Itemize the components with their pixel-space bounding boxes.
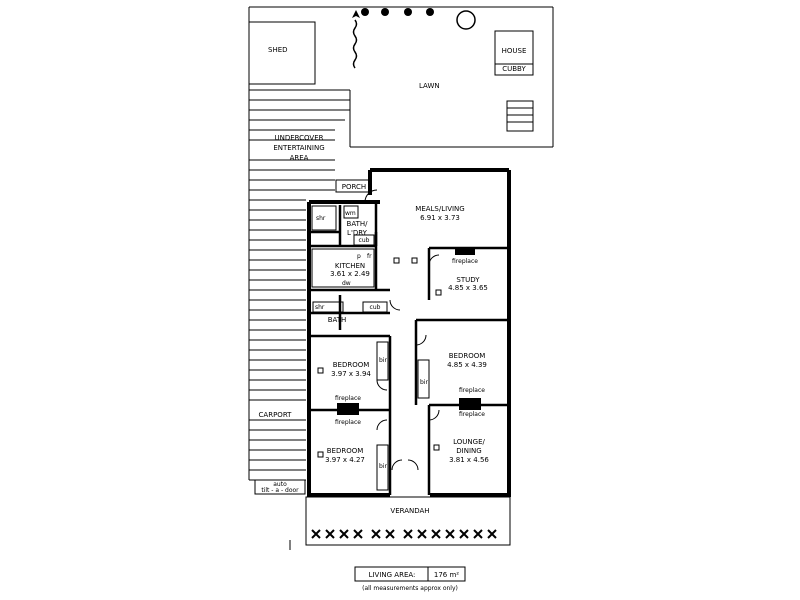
- bedroom-2-dim: 4.85 x 4.39: [447, 361, 487, 369]
- carport-door-box: [254, 479, 306, 495]
- shed-label: SHED: [268, 46, 288, 54]
- kitchen-label: KITCHEN: [334, 262, 366, 270]
- cub-2: [362, 301, 388, 313]
- steps-outline: [506, 100, 534, 132]
- cub-label-1: cub: [358, 237, 370, 244]
- fireplace-bedroom: [337, 403, 359, 415]
- lounge-dining-label-2: DINING: [456, 447, 482, 455]
- verandah-plants: [311, 529, 497, 539]
- bir-cupboard-1: [376, 341, 389, 381]
- wm-label: wm: [345, 210, 356, 217]
- bath-tub: [312, 301, 344, 313]
- lounge-dining-dim: 3.81 x 4.56: [449, 456, 489, 464]
- shower-label-1: shr: [316, 215, 326, 222]
- bath-ldry-label-2: L'DRY: [347, 229, 367, 237]
- bir-label-3: bir: [379, 463, 387, 470]
- bedroom-1-dim: 3.97 x 3.94: [331, 370, 371, 378]
- bath-ldry-label-1: BATH/: [346, 220, 368, 228]
- living-area-box: [354, 566, 466, 582]
- kitchen-counter: [311, 248, 375, 288]
- bedroom-3-dim: 3.97 x 4.27: [325, 456, 365, 464]
- bedroom-1-label: BEDROOM: [332, 361, 370, 369]
- living-area-label: LIVING AREA:: [368, 571, 416, 579]
- measurement-note: (all measurements approx only): [362, 585, 458, 592]
- lounge-fireplace-label-bottom: fireplace: [459, 411, 485, 418]
- auto-door-label-1: auto: [273, 481, 287, 488]
- pantry-label: p: [357, 253, 361, 260]
- shower-label-2: shr: [315, 304, 325, 311]
- porch-label: PORCH: [341, 183, 367, 191]
- dishwasher-label: dw: [342, 280, 351, 287]
- bath-label: BATH: [327, 316, 347, 324]
- auto-door-label-2: tilt - a - door: [261, 487, 299, 494]
- meals-living-label: MEALS/LIVING: [415, 205, 465, 213]
- lounge-dining-label-1: LOUNGE/: [453, 438, 485, 446]
- bir-cupboard-2: [417, 359, 430, 399]
- bir-label-1: bir: [379, 357, 387, 364]
- lounge-fireplace-label-top: fireplace: [459, 387, 485, 394]
- cub-1: [353, 234, 375, 246]
- bedroom-fireplace-label-top: fireplace: [335, 395, 361, 402]
- study-label: STUDY: [456, 276, 480, 284]
- bir-label-2: bir: [420, 379, 428, 386]
- meals-living-dim: 6.91 x 3.73: [420, 214, 460, 222]
- shower-1: [311, 205, 337, 231]
- kitchen-dim: 3.61 x 2.49: [330, 270, 370, 278]
- fireplace-lounge: [459, 398, 481, 410]
- door-arcs: [364, 189, 440, 471]
- wm-box: [343, 205, 359, 219]
- hedge: [352, 19, 358, 69]
- lawn-label: LAWN: [419, 82, 440, 90]
- fireplaces: [337, 249, 481, 415]
- fireplace-study: [455, 249, 475, 255]
- window-markers: [317, 257, 442, 458]
- house-walls: [307, 168, 511, 497]
- pergola-slats: [249, 89, 350, 481]
- verandah-label: VERANDAH: [390, 507, 430, 515]
- fridge-label: fr: [367, 253, 372, 260]
- verandah-outline: [305, 496, 511, 546]
- undercover-label-2: ENTERTAINING: [273, 144, 325, 152]
- cub-label-2: cub: [369, 304, 381, 311]
- undercover-label-1: UNDERCOVER: [274, 134, 324, 142]
- trees: [345, 8, 476, 30]
- shed-outline: [248, 21, 316, 85]
- bir-cupboard-3: [376, 444, 389, 491]
- undercover-label-3: AREA: [289, 154, 309, 162]
- bedroom-fireplace-label-bottom: fireplace: [335, 419, 361, 426]
- carport-label: CARPORT: [258, 411, 292, 419]
- living-area-value: 176 m²: [433, 571, 460, 579]
- bedroom-3-label: BEDROOM: [326, 447, 364, 455]
- house-outline: [494, 30, 534, 76]
- house-label: HOUSE: [501, 47, 527, 55]
- study-fireplace-label: fireplace: [452, 258, 478, 265]
- study-dim: 4.85 x 3.65: [448, 284, 488, 292]
- bedroom-2-label: BEDROOM: [448, 352, 486, 360]
- cubby-label: CUBBY: [502, 65, 526, 73]
